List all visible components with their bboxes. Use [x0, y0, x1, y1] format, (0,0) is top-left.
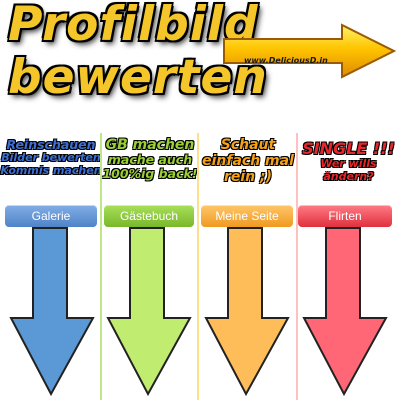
column-text-galerie: Reinschauen Bilder bewerten Kommis mache…	[0, 137, 102, 178]
watermark: www.DeliciousD.in	[244, 56, 328, 65]
galerie-button[interactable]: Galerie	[5, 205, 97, 227]
column-line: rein ;)	[223, 169, 273, 186]
gaestebuch-button[interactable]: Gästebuch	[104, 205, 194, 227]
down-arrow-icon	[9, 227, 95, 396]
column-line: mache auch	[107, 152, 193, 168]
title-line-1: Profilbild	[8, 0, 259, 52]
column-line: Bilder bewerten	[1, 151, 101, 165]
column-line: Reinschauen	[6, 137, 96, 152]
column-text-meine-seite: Schaut einfach mal rein ;)	[198, 137, 298, 185]
flirten-button[interactable]: Flirten	[298, 205, 392, 227]
meine-seite-button[interactable]: Meine Seite	[201, 205, 293, 227]
column-line: Kommis machen	[0, 164, 102, 178]
column-line: einfach mal	[202, 153, 294, 170]
right-arrow-icon	[223, 23, 397, 79]
column-divider	[296, 133, 298, 400]
column-line: ändern?	[323, 170, 374, 184]
column-divider	[100, 133, 102, 400]
column-line: Wer wills	[320, 157, 377, 171]
column-line: 100%ig back!	[102, 166, 198, 182]
down-arrow-icon	[204, 227, 290, 396]
down-arrow-icon	[106, 227, 192, 396]
column-divider	[197, 133, 199, 400]
down-arrow-icon	[302, 227, 388, 396]
column-text-flirten: SINGLE !!! Wer wills ändern?	[297, 139, 400, 184]
column-line: GB machen	[105, 137, 195, 153]
column-text-gaestebuch: GB machen mache auch 100%ig back!	[101, 137, 199, 182]
column-line: SINGLE !!!	[302, 139, 395, 158]
column-line: Schaut	[220, 137, 276, 153]
